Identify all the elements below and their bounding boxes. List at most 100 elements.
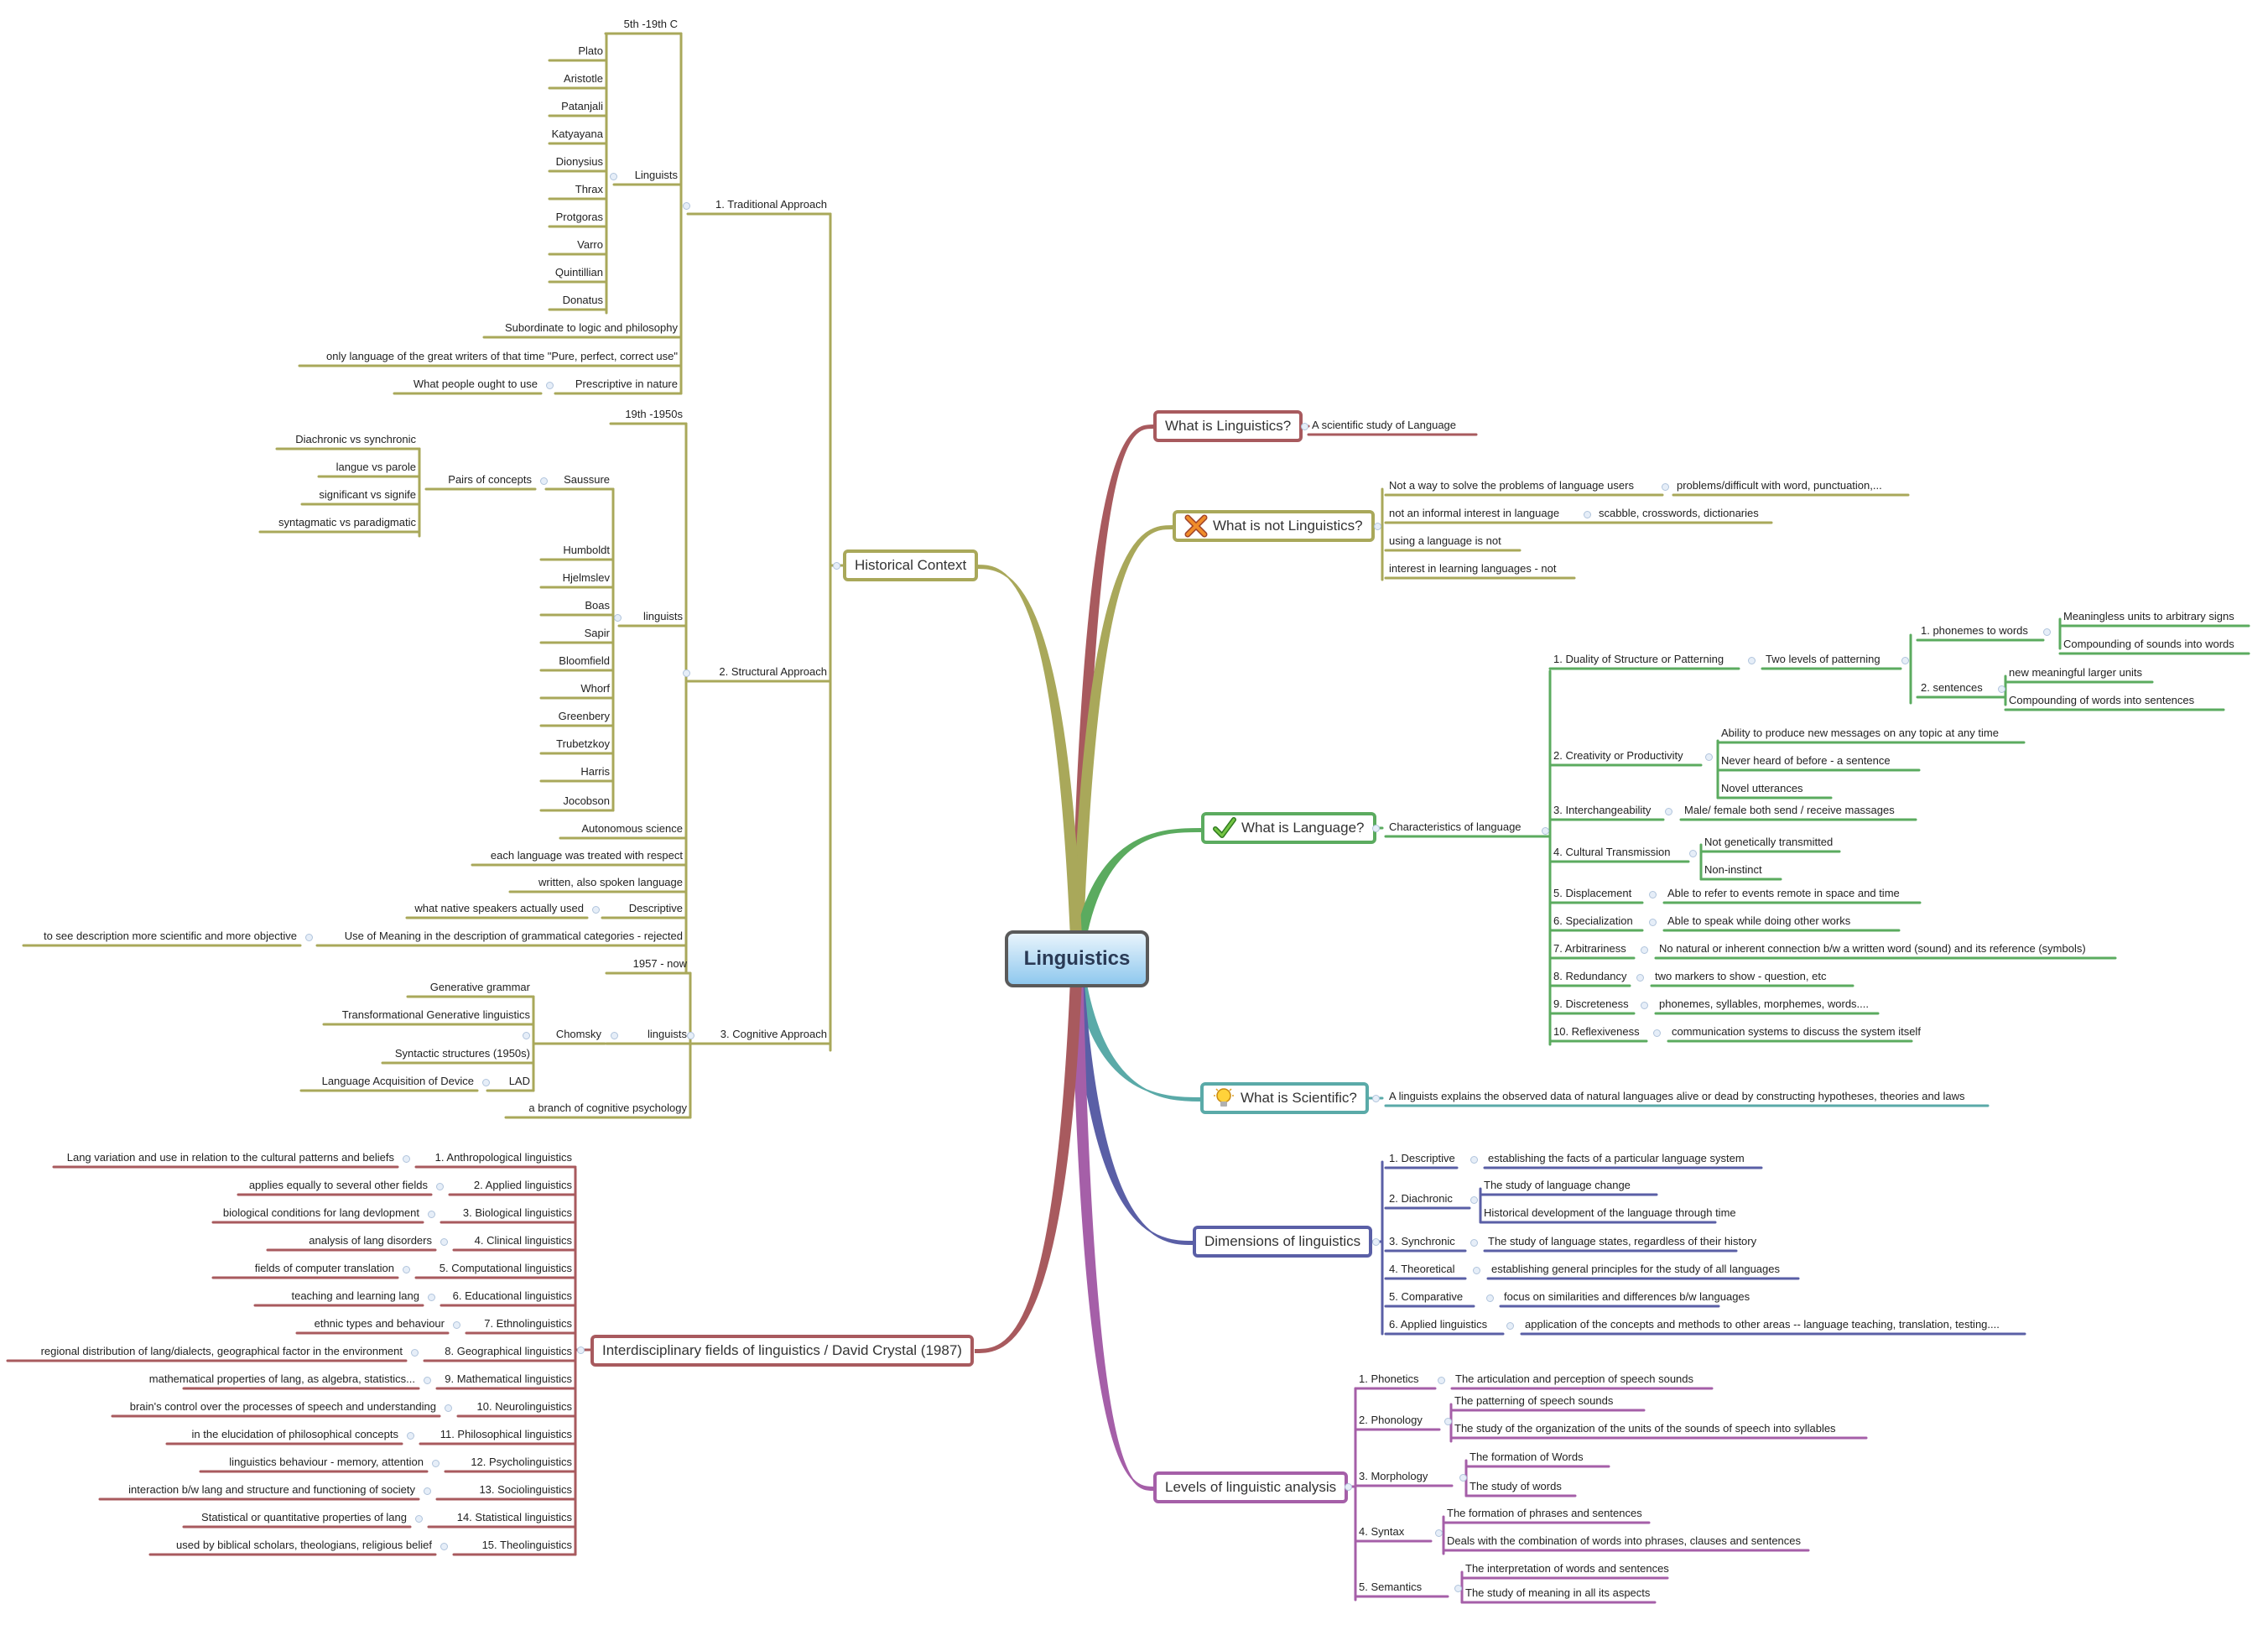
topic-node[interactable]: brain's control over the processes of sp… bbox=[129, 1400, 436, 1413]
collapse-toggle[interactable] bbox=[1649, 891, 1657, 898]
topic-node[interactable]: only language of the great writers of th… bbox=[326, 350, 678, 362]
collapse-toggle[interactable] bbox=[1470, 1196, 1478, 1204]
topic-node[interactable]: The study of language states, regardless… bbox=[1488, 1235, 1757, 1247]
topic-node[interactable]: 8. Geographical linguistics bbox=[445, 1345, 572, 1357]
topic-node[interactable]: 2. Phonology bbox=[1359, 1414, 1423, 1426]
collapse-toggle[interactable] bbox=[1649, 919, 1657, 926]
collapse-toggle[interactable] bbox=[407, 1432, 414, 1440]
collapse-toggle[interactable] bbox=[1653, 1029, 1661, 1037]
collapse-toggle[interactable] bbox=[1473, 1267, 1480, 1274]
topic-node[interactable]: 6. Educational linguistics bbox=[452, 1289, 572, 1302]
collapse-toggle[interactable] bbox=[436, 1183, 444, 1190]
topic-node[interactable]: The formation of Words bbox=[1470, 1451, 1584, 1463]
topic-node[interactable]: 8. Redundancy bbox=[1553, 970, 1627, 982]
topic-node[interactable]: 10. Reflexiveness bbox=[1553, 1025, 1640, 1038]
collapse-toggle[interactable] bbox=[453, 1321, 460, 1329]
topic-node[interactable]: regional distribution of lang/dialects, … bbox=[40, 1345, 403, 1357]
collapse-toggle[interactable] bbox=[440, 1543, 448, 1550]
topic-node[interactable]: fields of computer translation bbox=[254, 1262, 394, 1274]
topic-node[interactable]: used by biblical scholars, theologians, … bbox=[176, 1539, 432, 1551]
collapse-toggle[interactable] bbox=[403, 1266, 410, 1273]
collapse-toggle[interactable] bbox=[428, 1294, 435, 1301]
collapse-toggle[interactable] bbox=[1372, 1095, 1380, 1102]
topic-node[interactable]: 6. Specialization bbox=[1553, 914, 1633, 927]
topic-node[interactable]: 2. Creativity or Productivity bbox=[1553, 749, 1683, 762]
topic-node[interactable]: Deals with the combination of words into… bbox=[1447, 1534, 1802, 1547]
topic-node[interactable]: No natural or inherent connection b/w a … bbox=[1659, 942, 2086, 955]
linguist-name[interactable]: Greenbery bbox=[558, 710, 610, 722]
topic-node[interactable]: 1. phonemes to words bbox=[1921, 624, 2028, 637]
topic-node[interactable]: Syntactic structures (1950s) bbox=[394, 1047, 530, 1060]
concept-pair[interactable]: significant vs signife bbox=[319, 488, 416, 501]
topic-node[interactable]: Male/ female both send / receive massage… bbox=[1684, 804, 1895, 816]
topic-node[interactable]: Chomsky bbox=[555, 1028, 601, 1040]
topic-node[interactable]: analysis of lang disorders bbox=[309, 1234, 432, 1247]
linguist-name[interactable]: Jocobson bbox=[563, 794, 610, 807]
topic-node[interactable]: linguistics behaviour - memory, attentio… bbox=[229, 1456, 424, 1468]
topic-interdisciplinary[interactable]: Interdisciplinary fields of linguistics … bbox=[590, 1335, 974, 1367]
topic-node[interactable]: 15. Theolinguistics bbox=[481, 1539, 572, 1551]
topic-node[interactable]: 5. Computational linguistics bbox=[439, 1262, 572, 1274]
topic-node[interactable]: 3. Synchronic bbox=[1389, 1235, 1455, 1247]
collapse-toggle[interactable] bbox=[445, 1404, 452, 1412]
collapse-toggle[interactable] bbox=[540, 477, 548, 485]
collapse-toggle[interactable] bbox=[1584, 511, 1591, 518]
collapse-toggle[interactable] bbox=[2043, 628, 2051, 636]
topic-node[interactable]: to see description more scientific and m… bbox=[43, 930, 297, 942]
collapse-toggle[interactable] bbox=[1689, 850, 1697, 857]
collapse-toggle[interactable] bbox=[424, 1487, 431, 1495]
collapse-toggle[interactable] bbox=[1372, 1238, 1380, 1246]
concept-pair[interactable]: langue vs parole bbox=[336, 461, 416, 473]
topic-node[interactable]: written, also spoken language bbox=[538, 876, 683, 888]
collapse-toggle[interactable] bbox=[305, 934, 313, 941]
collapse-toggle[interactable] bbox=[415, 1515, 423, 1523]
topic-node[interactable]: what native speakers actually used bbox=[414, 902, 584, 914]
topic-node[interactable]: ethnic types and behaviour bbox=[314, 1317, 445, 1330]
collapse-toggle[interactable] bbox=[611, 1032, 618, 1039]
linguist-name[interactable]: Patanjali bbox=[561, 100, 603, 112]
collapse-toggle[interactable] bbox=[592, 906, 600, 914]
collapse-toggle[interactable] bbox=[428, 1211, 435, 1218]
topic-node[interactable]: Novel utterances bbox=[1721, 782, 1803, 794]
linguist-name[interactable]: Varro bbox=[577, 238, 603, 251]
collapse-toggle[interactable] bbox=[1542, 827, 1549, 835]
topic-node[interactable]: The study of meaning in all its aspects bbox=[1465, 1586, 1651, 1599]
linguist-name[interactable]: Bloomfield bbox=[559, 654, 610, 667]
topic-node[interactable]: 4. Theoretical bbox=[1389, 1263, 1455, 1275]
topic-node[interactable]: 10. Neurolinguistics bbox=[476, 1400, 572, 1413]
linguist-name[interactable]: Humboldt bbox=[563, 544, 610, 556]
collapse-toggle[interactable] bbox=[683, 202, 690, 210]
collapse-toggle[interactable] bbox=[1345, 1483, 1352, 1491]
collapse-toggle[interactable] bbox=[1748, 657, 1756, 664]
topic-node[interactable]: 2. Applied linguistics bbox=[473, 1179, 572, 1191]
topic-node[interactable]: The articulation and perception of speec… bbox=[1455, 1372, 1694, 1385]
topic-node[interactable]: Generative grammar bbox=[429, 981, 530, 993]
collapse-toggle[interactable] bbox=[1641, 1002, 1648, 1009]
collapse-toggle[interactable] bbox=[833, 562, 840, 570]
linguist-name[interactable]: Thrax bbox=[575, 183, 603, 195]
topic-node[interactable]: focus on similarities and differences b/… bbox=[1504, 1290, 1750, 1303]
topic-node[interactable]: new meaningful larger units bbox=[2009, 666, 2142, 679]
topic-node[interactable]: not an informal interest in language bbox=[1389, 507, 1560, 519]
concept-pair[interactable]: syntagmatic vs paradigmatic bbox=[278, 516, 416, 529]
topic-node[interactable]: interaction b/w lang and structure and f… bbox=[128, 1483, 415, 1496]
topic-node[interactable]: 1. Traditional Approach bbox=[715, 198, 827, 211]
collapse-toggle[interactable] bbox=[1641, 946, 1648, 954]
topic-node[interactable]: 3. Cognitive Approach bbox=[720, 1028, 827, 1040]
topic-node[interactable]: using a language is not bbox=[1389, 534, 1501, 547]
collapse-toggle[interactable] bbox=[1435, 1529, 1443, 1537]
collapse-toggle[interactable] bbox=[1486, 1294, 1494, 1302]
topic-node[interactable]: 3. Biological linguistics bbox=[462, 1206, 572, 1219]
collapse-toggle[interactable] bbox=[1470, 1239, 1478, 1247]
topic-node[interactable]: 1. Phonetics bbox=[1359, 1372, 1419, 1385]
topic-node[interactable]: 7. Ethnolinguistics bbox=[484, 1317, 572, 1330]
topic-node[interactable]: a branch of cognitive psychology bbox=[528, 1102, 687, 1114]
linguist-name[interactable]: Dionysius bbox=[555, 155, 603, 168]
topic-node[interactable]: Never heard of before - a sentence bbox=[1721, 754, 1891, 767]
topic-node[interactable]: 5. Comparative bbox=[1389, 1290, 1464, 1303]
collapse-toggle[interactable] bbox=[1459, 1474, 1467, 1482]
topic-node[interactable]: phonemes, syllables, morphemes, words...… bbox=[1659, 997, 1869, 1010]
topic-node[interactable]: applies equally to several other fields bbox=[248, 1179, 428, 1191]
topic-node[interactable]: Non-instinct bbox=[1704, 863, 1762, 876]
topic-node[interactable]: problems/difficult with word, punctuatio… bbox=[1677, 479, 1882, 492]
